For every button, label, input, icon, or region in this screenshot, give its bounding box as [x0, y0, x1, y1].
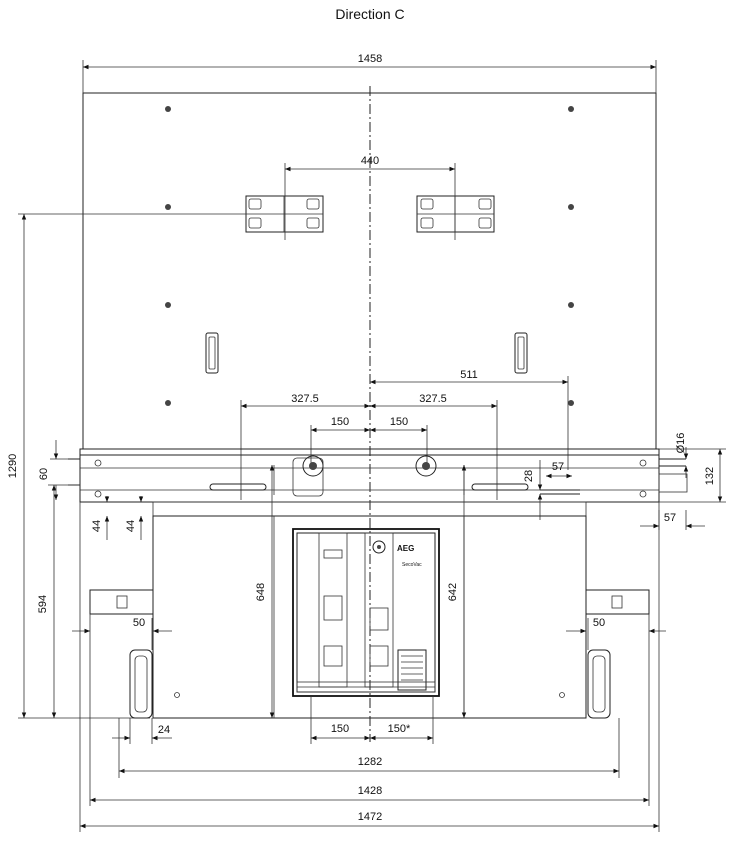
dim-642: 642 [447, 465, 467, 718]
breaker-panel: AEG SecoVac [292, 528, 440, 697]
dim-57-right: 57 [640, 510, 705, 530]
dim-24: 24 [112, 718, 172, 744]
dim-50-right: 50 [566, 617, 666, 634]
dim-150-top: 150 150 [310, 416, 428, 465]
svg-text:150: 150 [390, 416, 408, 428]
svg-text:150: 150 [331, 416, 349, 428]
dim-60: 60 [38, 440, 68, 500]
svg-text:44: 44 [91, 520, 103, 532]
terminal-group-right [416, 195, 495, 233]
dim-1458: 1458 [82, 53, 657, 93]
breaker-brand: AEG [397, 544, 414, 553]
svg-text:594: 594 [37, 595, 49, 613]
svg-text:1458: 1458 [358, 53, 382, 65]
dim-1472: 1472 [79, 502, 660, 832]
dim-327-5: 327.5 327.5 [240, 393, 498, 500]
svg-text:642: 642 [447, 583, 459, 601]
wheel-assembly-right [585, 589, 650, 719]
handle-right [514, 332, 528, 374]
dim-50-left: 50 [72, 617, 172, 634]
left-studs [68, 458, 80, 486]
right-side-detail [540, 458, 688, 495]
dim-1290: 1290 [7, 213, 246, 719]
terminal-group-left [245, 195, 324, 233]
svg-text:327.5: 327.5 [419, 393, 447, 405]
dim-150-bottom: 150 150* [310, 696, 434, 744]
svg-text:648: 648 [255, 583, 267, 601]
svg-text:57: 57 [664, 512, 676, 524]
svg-text:1472: 1472 [358, 811, 382, 823]
svg-text:327.5: 327.5 [291, 393, 319, 405]
dim-440: 440 [284, 155, 456, 240]
dim-57-top: 57 [546, 461, 572, 479]
svg-text:1282: 1282 [358, 756, 382, 768]
handle-left [205, 332, 219, 374]
dim-648: 648 [255, 465, 275, 718]
dim-44-left: 44 [91, 496, 110, 540]
svg-text:Ø16: Ø16 [675, 433, 687, 454]
svg-text:50: 50 [593, 617, 605, 629]
dim-1428: 1428 [89, 614, 650, 806]
dim-594: 594 [37, 484, 80, 718]
svg-text:132: 132 [704, 467, 716, 485]
dim-44-right: 44 [125, 496, 144, 540]
dim-1282: 1282 [118, 718, 620, 778]
svg-text:57: 57 [552, 461, 564, 473]
svg-text:24: 24 [158, 724, 170, 736]
svg-text:28: 28 [523, 470, 535, 482]
drawing-title: Direction C [335, 6, 404, 22]
svg-text:1290: 1290 [7, 454, 19, 478]
wheel-assembly-left [89, 589, 154, 719]
svg-text:511: 511 [460, 369, 478, 381]
svg-text:1428: 1428 [358, 785, 382, 797]
svg-text:50: 50 [133, 617, 145, 629]
dim-511: 511 [370, 369, 569, 470]
dim-diameter-16: Ø16 [675, 433, 689, 478]
svg-text:440: 440 [361, 155, 379, 167]
svg-text:60: 60 [38, 468, 50, 480]
svg-text:150*: 150* [388, 723, 411, 735]
svg-text:44: 44 [125, 520, 137, 532]
svg-text:150: 150 [331, 723, 349, 735]
breaker-model: SecoVac [402, 562, 422, 568]
dim-132: 132 [659, 448, 726, 503]
